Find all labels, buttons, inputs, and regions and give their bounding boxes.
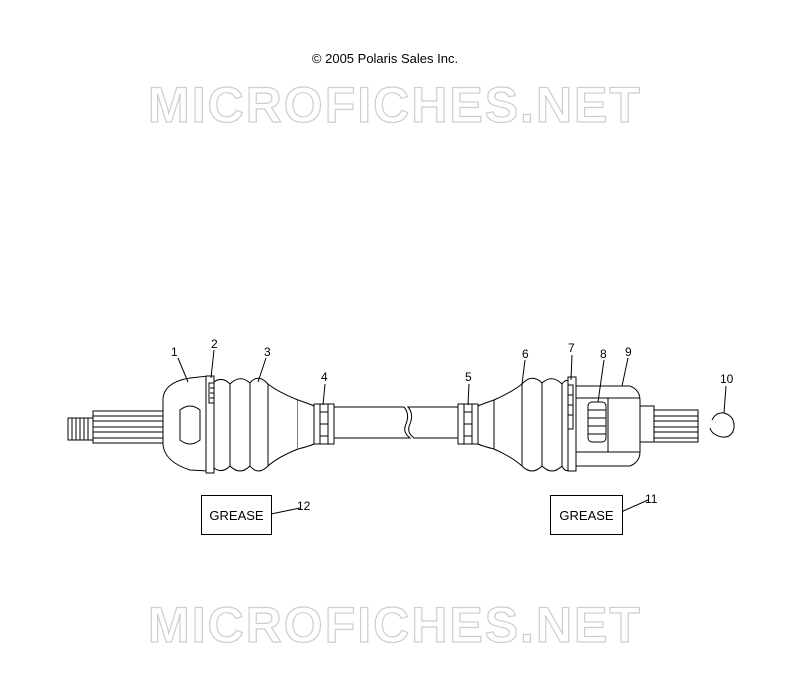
callout-10: 10: [720, 372, 734, 386]
axle-shaft-left: [333, 406, 412, 439]
snap-ring: [709, 412, 735, 438]
callout-7: 7: [568, 341, 575, 355]
grease-label-left: GREASE: [201, 495, 272, 535]
callout-2: 2: [211, 337, 218, 351]
right-small-clamp: [457, 403, 479, 445]
callout-6: 6: [522, 347, 529, 361]
left-cv-bearing: [179, 405, 201, 445]
left-spline-stub: [67, 410, 164, 444]
callout-5: 5: [465, 370, 472, 384]
right-boot-clamp: [567, 376, 577, 472]
callout-8: 8: [600, 347, 607, 361]
callout-4: 4: [321, 370, 328, 384]
callout-11: 11: [645, 492, 658, 506]
right-boot: [493, 377, 571, 472]
left-small-clamp: [313, 403, 335, 445]
callout-1: 1: [171, 345, 178, 359]
callout-3: 3: [264, 345, 271, 359]
left-boot-clamp: [205, 375, 215, 474]
right-cv-bearing: [587, 401, 607, 443]
callout-9: 9: [625, 345, 632, 359]
watermark-bottom: MICROFICHES.NET: [147, 596, 642, 653]
copyright-text: © 2005 Polaris Sales Inc.: [311, 51, 459, 66]
watermark-top: MICROFICHES.NET: [147, 76, 642, 133]
right-spline-stub: [639, 405, 699, 443]
grease-label-right: GREASE: [550, 495, 623, 535]
axle-shaft-right: [406, 406, 459, 439]
left-boot: [213, 377, 299, 472]
callout-12: 12: [297, 499, 311, 513]
